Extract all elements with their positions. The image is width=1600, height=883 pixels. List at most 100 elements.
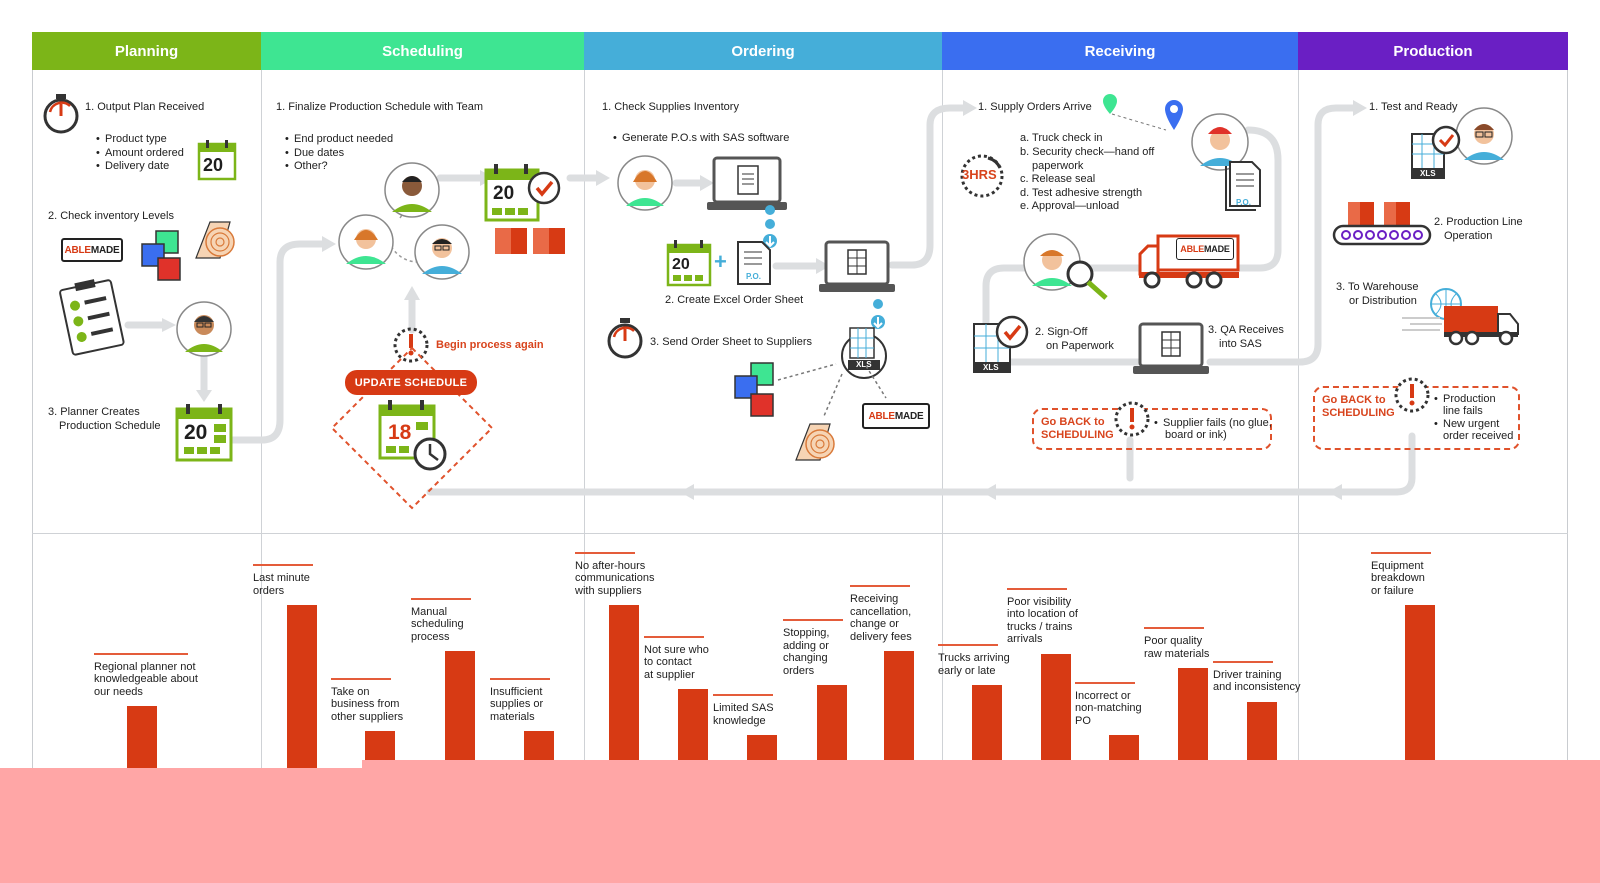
divider: [942, 70, 943, 790]
stopwatch-icon: [43, 94, 79, 134]
planning-bullet: Product type: [96, 133, 167, 147]
timer-icon: [960, 154, 1004, 198]
conveyor-icon: [1332, 202, 1432, 246]
pain-point-label-line: Not sure who: [644, 643, 709, 656]
tester-avatar: [1455, 107, 1513, 165]
goback-scheduling: SCHEDULING: [1322, 407, 1395, 419]
pain-point-label-line: Poor quality: [1144, 635, 1203, 648]
production-step2: Operation: [1444, 230, 1493, 242]
pain-point-label-line: change or: [850, 618, 899, 631]
pain-point-label-line: our needs: [94, 685, 143, 698]
pain-point-label-line: materials: [490, 710, 535, 723]
pain-point-tick: [1213, 660, 1273, 663]
planning-step3: 3. Planner Creates: [48, 406, 140, 418]
pain-point-label-line: business from: [331, 698, 400, 711]
pain-point-tick: [94, 652, 188, 655]
scheduling-bullet: Other?: [285, 160, 328, 174]
pain-point-label-line: Poor visibility: [1007, 595, 1072, 608]
laptop-xls-icon: [819, 240, 895, 292]
receiving-list: c. Release seal: [1020, 173, 1096, 185]
receiving-step2: 2. Sign-Off: [1035, 326, 1088, 338]
laptop-icon: [707, 156, 787, 210]
overlay-band: [362, 760, 1600, 770]
pain-point-tick: [644, 635, 704, 638]
scheduling-bullet: End product needed: [285, 133, 393, 147]
planning-step3: Production Schedule: [59, 420, 161, 432]
pain-point-label-line: knowledgeable about: [94, 673, 198, 685]
pain-point-label-line: arrivals: [1007, 633, 1043, 645]
boxes-icon: [495, 228, 565, 254]
ordering-step2: 2. Create Excel Order Sheet: [665, 294, 804, 306]
pain-point-tick: [1371, 551, 1431, 554]
calendar-icon: [197, 140, 237, 181]
goback-scheduling: Go BACK to: [1041, 416, 1105, 428]
header-receiving: Receiving: [942, 32, 1298, 70]
production-step2: 2. Production Line: [1434, 216, 1523, 228]
alert-icon: [1394, 377, 1430, 413]
planning-bullet: Delivery date: [96, 160, 169, 174]
pain-point-tick: [575, 551, 635, 554]
materials-icon: [734, 362, 774, 417]
planning-bullet: Amount ordered: [96, 147, 184, 161]
pain-point-bar: [1405, 605, 1435, 790]
pain-point-label-line: and inconsistency: [1213, 681, 1301, 694]
diagram-frame: [32, 32, 1568, 883]
pain-point-label-line: non-matching: [1075, 702, 1142, 715]
stopwatch-icon: [607, 318, 643, 359]
production-step3: or Distribution: [1349, 295, 1417, 307]
team-avatars: [338, 162, 470, 280]
pain-point-label-line: Limited SAS: [713, 702, 774, 715]
receiving-list: a. Truck check in: [1020, 132, 1103, 144]
hours-label: 3HRS: [962, 167, 997, 182]
production-fail-bullet: order received: [1443, 430, 1514, 442]
receiving-list: e. Approval—unload: [1020, 200, 1120, 212]
planner-avatar: [176, 301, 232, 357]
alert-icon: [393, 327, 429, 363]
pain-point-label-line: Last minute: [253, 572, 310, 585]
production-step3: 3. To Warehouse: [1336, 281, 1419, 293]
po-label: P.O.: [1236, 198, 1251, 207]
scheduling-bullet: Due dates: [285, 147, 344, 161]
pain-point-label-line: at supplier: [644, 668, 695, 681]
inspector-avatar: [1023, 233, 1108, 300]
header-planning: Planning: [32, 32, 261, 70]
pain-point-label-line: Trucks arriving: [938, 652, 1010, 664]
pain-point-label-line: adding or: [783, 639, 829, 652]
planning-step1: 1. Output Plan Received: [85, 101, 205, 113]
divider: [261, 70, 262, 790]
receiving-list: d. Test adhesive strength: [1020, 187, 1143, 199]
pain-point-label-line: delivery fees: [850, 630, 912, 643]
begin-process-again: Begin process again: [436, 339, 544, 351]
pain-point-label-line: Equipment: [1371, 559, 1424, 572]
pain-point-tick: [783, 619, 843, 621]
supplier-fails: Supplier fails (no glue,: [1154, 417, 1272, 431]
pain-point-tick: [938, 644, 998, 646]
calendar-clock-icon: [378, 400, 447, 471]
xls-check-icon: [1411, 125, 1461, 179]
divider: [584, 70, 585, 790]
update-schedule-button[interactable]: UPDATE SCHEDULE: [345, 370, 477, 395]
calendar-day: 20: [493, 183, 515, 204]
pain-point-bar: [609, 605, 639, 790]
pain-point-label-line: breakdown: [1371, 572, 1425, 585]
scheduling-step1: 1. Finalize Production Schedule with Tea…: [276, 101, 484, 113]
pain-point-label-line: scheduling: [411, 618, 464, 631]
calendar-check-icon: [484, 164, 561, 222]
ordering-bullet: Generate P.O.s with SAS software: [613, 132, 789, 146]
receiving-step3: 3. QA Receives: [1208, 324, 1284, 336]
po-label: P.O.: [746, 272, 761, 281]
pain-point-tick: [850, 585, 910, 588]
calendar-day: 18: [388, 421, 412, 444]
